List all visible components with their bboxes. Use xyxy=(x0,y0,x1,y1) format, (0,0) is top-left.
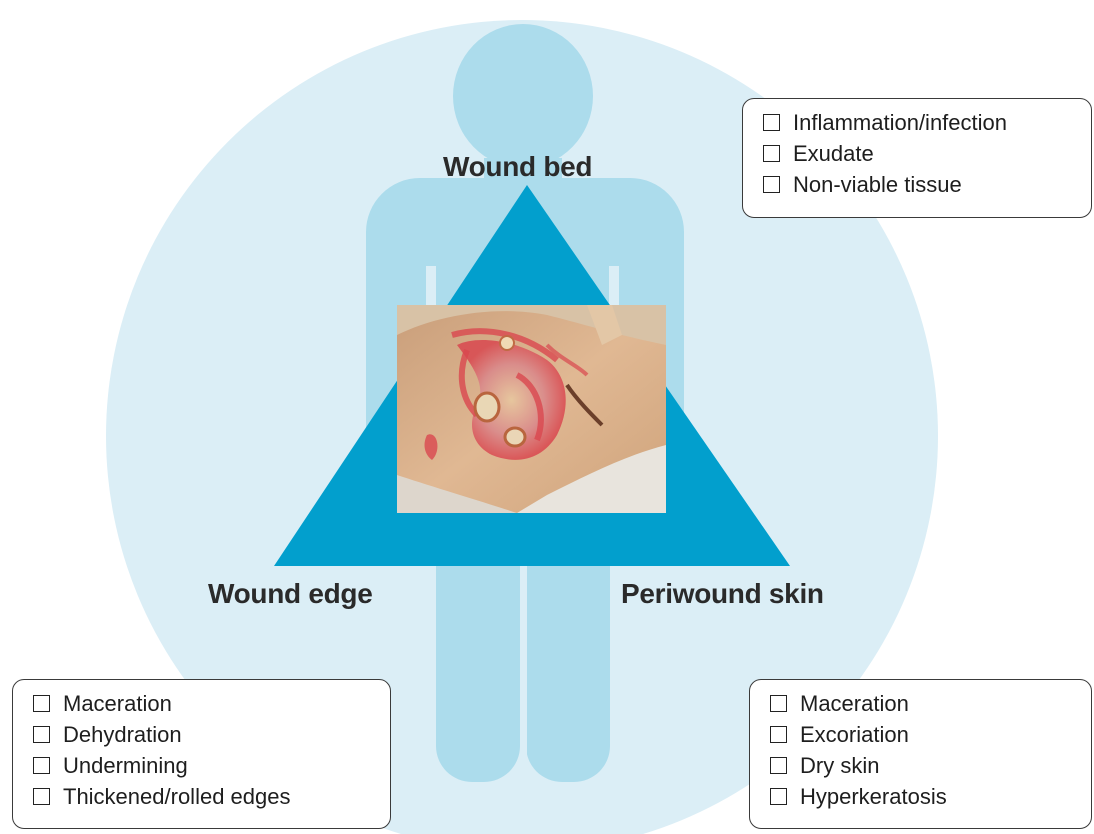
checklist-item: Inflammation/infection xyxy=(763,107,1079,138)
checklist-item-label: Hyperkeratosis xyxy=(800,781,947,812)
checklist-item: Dehydration xyxy=(33,719,378,750)
periwound-skin-checklist: Maceration Excoriation Dry skin Hyperker… xyxy=(749,679,1092,829)
empty-checkbox-icon[interactable] xyxy=(770,757,787,774)
checklist-item-label: Inflammation/infection xyxy=(793,107,1007,138)
empty-checkbox-icon[interactable] xyxy=(763,145,780,162)
checklist-item-label: Dehydration xyxy=(63,719,182,750)
wound-photograph xyxy=(397,305,666,513)
checklist-item: Excoriation xyxy=(770,719,1079,750)
wound-bed-checklist: Inflammation/infection Exudate Non-viabl… xyxy=(742,98,1092,218)
wound-edge-label: Wound edge xyxy=(208,578,372,610)
checklist-item: Non-viable tissue xyxy=(763,169,1079,200)
wound-edge-checklist: Maceration Dehydration Undermining Thick… xyxy=(12,679,391,829)
empty-checkbox-icon[interactable] xyxy=(770,788,787,805)
empty-checkbox-icon[interactable] xyxy=(33,757,50,774)
checklist-item-label: Undermining xyxy=(63,750,188,781)
checklist-item-label: Maceration xyxy=(63,688,172,719)
checklist-item: Maceration xyxy=(33,688,378,719)
empty-checkbox-icon[interactable] xyxy=(763,176,780,193)
checklist-item: Maceration xyxy=(770,688,1079,719)
checklist-item: Undermining xyxy=(33,750,378,781)
empty-checkbox-icon[interactable] xyxy=(770,726,787,743)
empty-checkbox-icon[interactable] xyxy=(33,788,50,805)
figure-head xyxy=(453,24,593,168)
checklist-item-label: Maceration xyxy=(800,688,909,719)
checklist-item-label: Dry skin xyxy=(800,750,879,781)
checklist-item-label: Thickened/rolled edges xyxy=(63,781,290,812)
checklist-item: Hyperkeratosis xyxy=(770,781,1079,812)
checklist-item: Dry skin xyxy=(770,750,1079,781)
photo-ulcer-1 xyxy=(475,393,499,421)
photo-ulcer-3 xyxy=(500,336,514,350)
checklist-item-label: Exudate xyxy=(793,138,874,169)
wound-bed-label: Wound bed xyxy=(443,151,592,183)
empty-checkbox-icon[interactable] xyxy=(33,726,50,743)
photo-ulcer-2 xyxy=(505,428,525,446)
checklist-item: Thickened/rolled edges xyxy=(33,781,378,812)
empty-checkbox-icon[interactable] xyxy=(763,114,780,131)
periwound-skin-label: Periwound skin xyxy=(621,578,824,610)
checklist-item: Exudate xyxy=(763,138,1079,169)
checklist-item-label: Excoriation xyxy=(800,719,909,750)
checklist-item-label: Non-viable tissue xyxy=(793,169,962,200)
empty-checkbox-icon[interactable] xyxy=(33,695,50,712)
leg-gap xyxy=(521,560,527,782)
empty-checkbox-icon[interactable] xyxy=(770,695,787,712)
